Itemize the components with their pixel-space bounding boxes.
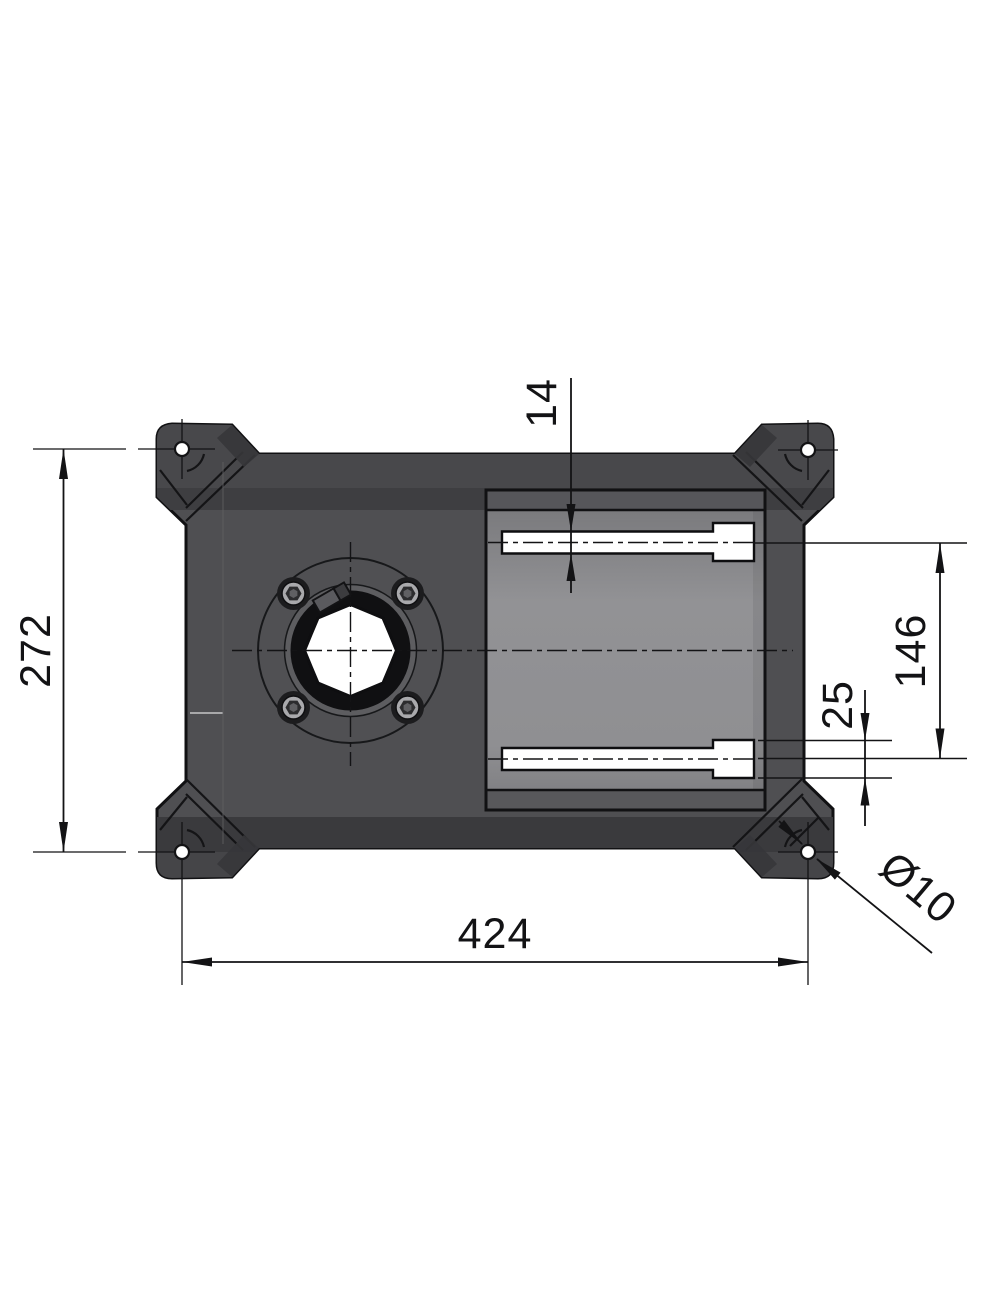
fillet-arc-tr (783, 453, 803, 473)
wedge-tl (217, 425, 259, 467)
ear-notch-tr (801, 469, 830, 506)
fillet-arc-tl (186, 453, 206, 473)
bolt-hex-highlight (403, 589, 412, 598)
arrow-146-bottom (935, 728, 945, 759)
recess-top-bar (486, 490, 765, 510)
arrow-424-left (182, 957, 212, 967)
arrow-424-right (778, 957, 808, 967)
dim-272-label: 272 (12, 613, 60, 688)
mount-hole-br (799, 843, 817, 861)
bolt-hex-highlight (289, 703, 298, 712)
bolt-top-left (277, 577, 310, 610)
arrow-14-top (566, 504, 576, 532)
crease-bottom-right (732, 778, 803, 848)
crease-top-right (732, 454, 803, 522)
arrowheads (59, 449, 945, 967)
arrow-dia10-upper (778, 819, 803, 845)
bolt-bottom-right (391, 691, 424, 724)
arrow-dia10-lower (816, 858, 841, 880)
flange-bolts (277, 577, 424, 724)
fillet-arc-bl (186, 828, 206, 848)
clamp-tab-inner (332, 581, 353, 602)
ear-notch-tl (159, 469, 188, 506)
clamp-tab (311, 581, 353, 614)
ear-crease-br (745, 793, 804, 851)
mount-hole-tr (799, 441, 817, 459)
hole-fillet-arcs (186, 453, 803, 848)
dim-424-label: 424 (458, 910, 533, 958)
ear-crease-bl (185, 793, 244, 851)
wedge-br (735, 835, 777, 877)
mount-hole-bl (173, 843, 191, 861)
wedge-bl (217, 835, 259, 877)
dim-14-label: 14 (518, 378, 566, 428)
arrow-25-top (860, 713, 870, 741)
arrow-146-top (935, 543, 945, 573)
centerlines (232, 541, 793, 766)
extension-lines (753, 542, 967, 779)
recess-bottom-bar (486, 790, 765, 810)
ear-junction-wedges (217, 425, 777, 877)
dim-dia10-label: Ø10 (870, 843, 965, 934)
bolt-top-right (391, 577, 424, 610)
ear-notch-br (801, 796, 830, 831)
corner-holes (33, 419, 838, 985)
bolt-hex-highlight (289, 589, 298, 598)
ear-facet-br (789, 817, 819, 847)
bolt-bottom-left (277, 691, 310, 724)
lower-dark-strip (157, 817, 833, 852)
mount-hole-tl (173, 440, 191, 458)
dim-25-label: 25 (814, 680, 862, 730)
ear-crease-tr (745, 451, 804, 509)
arrow-272-top (59, 449, 68, 479)
wedge-tr (735, 425, 777, 467)
ear-notch-bl (159, 796, 188, 831)
arrow-14-bottom (566, 553, 576, 581)
ear-crease-tl (185, 451, 244, 509)
arrow-25-bottom (860, 778, 870, 806)
dim-146-label: 146 (887, 614, 935, 689)
arrow-272-bottom (59, 822, 68, 852)
bolt-hex-highlight (403, 703, 412, 712)
